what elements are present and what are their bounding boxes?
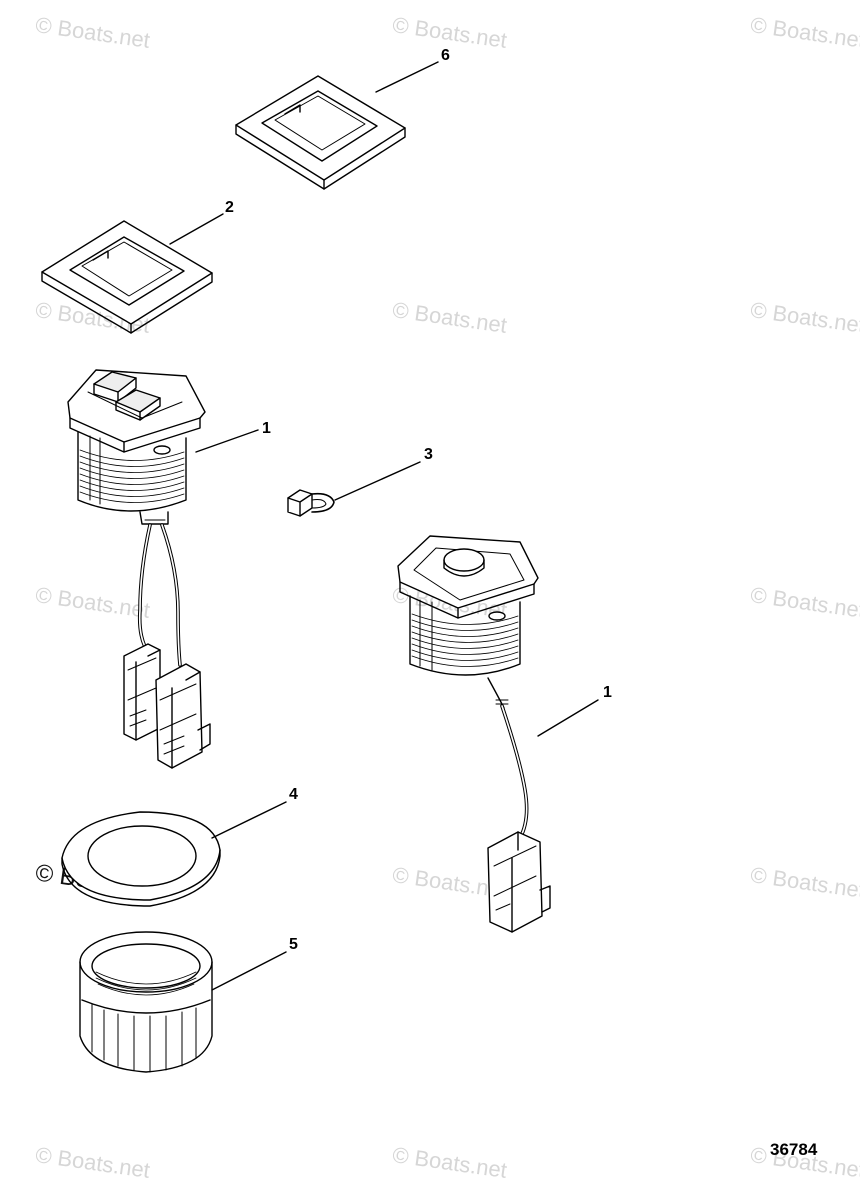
leader-1a bbox=[195, 429, 259, 453]
part-4-gasket bbox=[61, 811, 221, 907]
part-6-bezel bbox=[235, 75, 406, 190]
leader-2 bbox=[169, 213, 224, 245]
leader-4 bbox=[211, 801, 287, 839]
callout-1a: 1 bbox=[262, 420, 271, 437]
callout-1b: 1 bbox=[603, 684, 612, 701]
callout-3: 3 bbox=[424, 446, 433, 463]
part-3-clip bbox=[287, 489, 335, 517]
callout-5: 5 bbox=[289, 936, 298, 953]
part-5-nut bbox=[79, 931, 213, 1073]
leader-3 bbox=[334, 461, 421, 501]
part-1-single-switch bbox=[397, 535, 551, 933]
callout-2: 2 bbox=[225, 199, 234, 216]
part-2-bezel bbox=[41, 220, 213, 334]
leader-5 bbox=[211, 951, 287, 991]
part-1-dual-switch bbox=[67, 369, 211, 769]
leader-1b bbox=[537, 699, 599, 737]
figure-number: 36784 bbox=[770, 1140, 818, 1159]
callout-6: 6 bbox=[441, 47, 450, 64]
callout-4: 4 bbox=[289, 786, 298, 803]
leader-6 bbox=[375, 61, 439, 93]
